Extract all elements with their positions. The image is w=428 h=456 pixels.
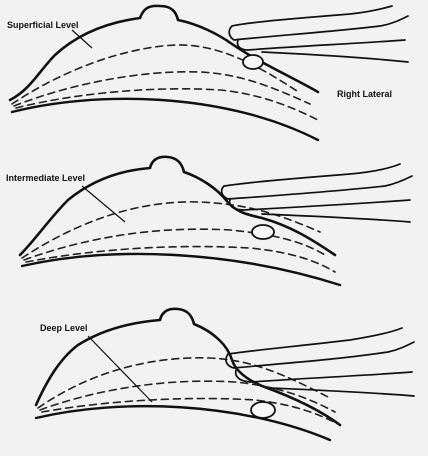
right-lateral-label: Right Lateral [337,89,392,99]
palm-edge [262,52,408,62]
finger-1 [232,6,392,26]
chest-wall [22,254,340,285]
finger-3 [237,40,405,50]
deep-level-panel [36,309,414,440]
chest-wall [12,99,318,140]
lump [251,402,275,418]
examining-hand [229,6,408,62]
examining-hand [226,328,414,396]
finger-3 [230,200,410,210]
deep-tissue-line [42,399,338,425]
finger-3 [236,370,412,382]
deep-level-label: Deep Level [40,323,88,333]
deep-tissue-line [26,247,335,272]
superficial-tissue-line [38,358,330,408]
lump [243,55,263,69]
deep-leader-line [88,336,152,402]
palm-edge [270,388,414,396]
deep-tissue-line [16,89,318,120]
intermediate-level-label: Intermediate Level [6,173,85,183]
finger-1 [224,164,400,186]
finger-1 [228,328,402,354]
chest-wall [36,406,330,440]
superficial-level-label: Superficial Level [7,20,79,30]
examining-hand [222,164,412,222]
finger-2 [229,16,408,40]
finger-2 [226,342,414,368]
finger-2 [222,176,412,199]
lump [252,225,274,239]
